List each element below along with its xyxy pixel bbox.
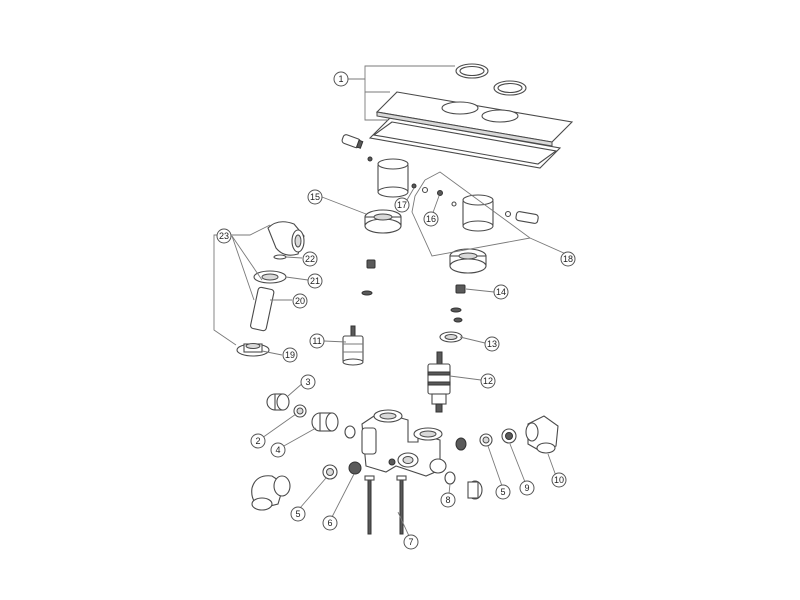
- svg-text:17: 17: [397, 200, 407, 210]
- svg-text:22: 22: [305, 254, 315, 264]
- callout-10: 10: [551, 472, 567, 488]
- svg-text:16: 16: [426, 214, 436, 224]
- callout-14: 14: [493, 284, 509, 300]
- svg-text:1: 1: [338, 74, 343, 84]
- left-diverter-group: [236, 221, 305, 357]
- svg-text:11: 11: [312, 336, 321, 346]
- callout-21: 21: [307, 273, 323, 289]
- callout-7: 7: [403, 534, 419, 550]
- callout-17: 17: [394, 197, 410, 213]
- leader-lines: [261, 187, 557, 537]
- callout-4: 4: [270, 442, 286, 458]
- svg-text:20: 20: [295, 296, 305, 306]
- callout-18: 18: [560, 251, 576, 267]
- callout-2: 2: [250, 433, 266, 449]
- svg-text:19: 19: [285, 350, 295, 360]
- callout-3: 3: [300, 374, 316, 390]
- left-spindle-stack: [341, 134, 429, 296]
- callout-23: 23: [216, 228, 232, 244]
- svg-text:5: 5: [500, 487, 505, 497]
- callout-22: 22: [302, 251, 318, 267]
- svg-text:3: 3: [305, 377, 310, 387]
- svg-text:13: 13: [487, 339, 497, 349]
- callout-19: 19: [282, 347, 298, 363]
- svg-text:2: 2: [255, 436, 260, 446]
- callout-15: 15: [307, 189, 323, 205]
- right-spindle-stack: [437, 190, 539, 343]
- cover-plate-assembly: [368, 63, 574, 169]
- cartridge-11: [342, 325, 364, 366]
- svg-text:4: 4: [275, 445, 280, 455]
- svg-text:15: 15: [310, 192, 320, 202]
- svg-text:10: 10: [554, 475, 564, 485]
- svg-text:7: 7: [408, 537, 413, 547]
- callout-8: 8: [440, 492, 456, 508]
- callout-12: 12: [480, 373, 496, 389]
- callout-5-left: 5: [290, 506, 306, 522]
- cartridge-12: [427, 351, 451, 413]
- callout-6: 6: [322, 515, 338, 531]
- callout-13: 13: [484, 336, 500, 352]
- svg-text:8: 8: [445, 495, 450, 505]
- callout-16: 16: [423, 211, 439, 227]
- lower-right-fittings: [444, 415, 559, 500]
- callout-20: 20: [292, 293, 308, 309]
- svg-text:12: 12: [483, 376, 493, 386]
- callout-1: 1: [333, 71, 349, 87]
- svg-text:6: 6: [327, 518, 332, 528]
- svg-text:21: 21: [310, 276, 320, 286]
- callout-9: 9: [519, 480, 535, 496]
- svg-text:9: 9: [524, 483, 529, 493]
- svg-text:14: 14: [496, 287, 506, 297]
- valve-body: [361, 409, 447, 477]
- lower-left-fittings: [251, 393, 407, 535]
- svg-text:5: 5: [295, 509, 300, 519]
- callout-5-right: 5: [495, 484, 511, 500]
- svg-text:18: 18: [563, 254, 573, 264]
- callout-11: 11: [309, 333, 325, 349]
- svg-text:23: 23: [219, 231, 229, 241]
